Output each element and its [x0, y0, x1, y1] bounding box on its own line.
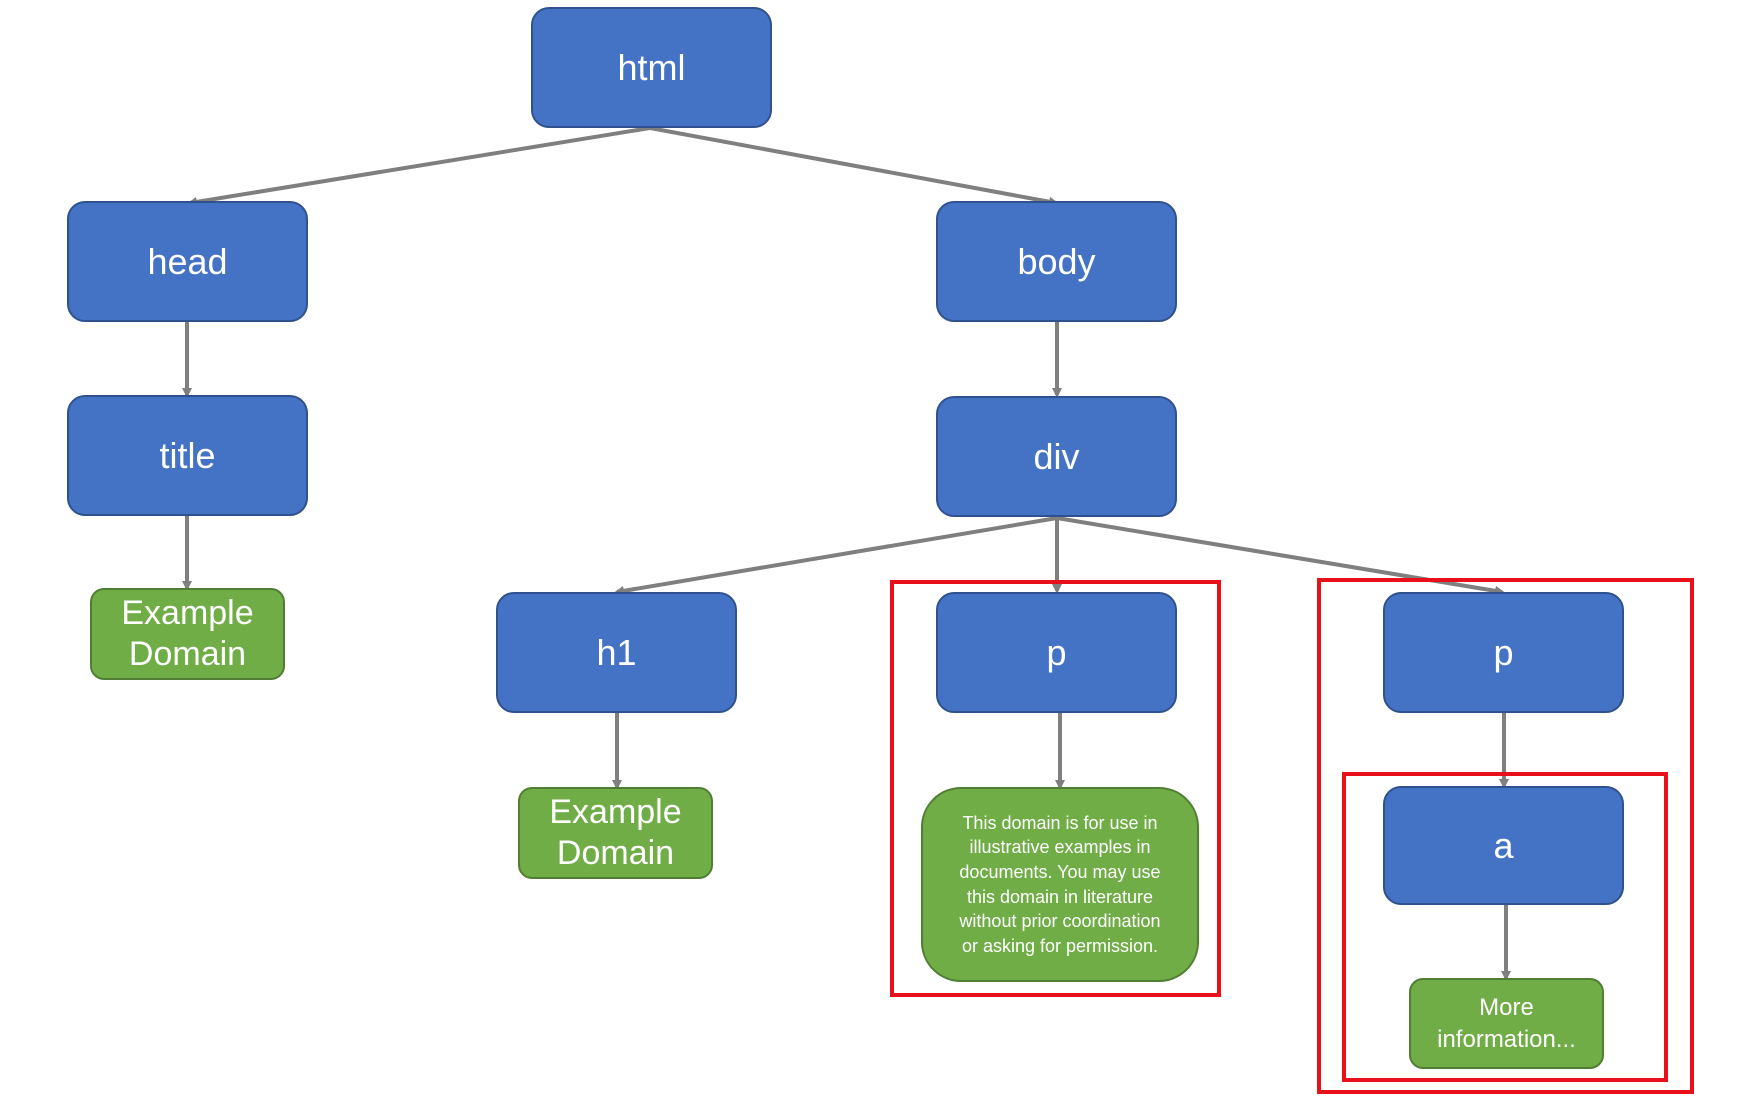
edge-html-head — [187, 126, 651, 207]
highlight-box-p1 — [890, 580, 1221, 997]
node-body: body — [936, 201, 1177, 322]
node-head: head — [67, 201, 308, 322]
node-p2-label: p — [1493, 631, 1514, 673]
node-p1-text-label: This domain is for use in illustrative e… — [959, 812, 1161, 956]
edge-html-body — [649, 126, 1059, 207]
node-h1-label: h1 — [596, 631, 637, 673]
node-p1: p — [936, 592, 1177, 713]
node-h1-text-label: Example Domain — [549, 793, 682, 872]
edge-div-h1 — [614, 516, 1058, 596]
node-title-label: title — [159, 434, 216, 476]
node-title-text-label: Example Domain — [121, 594, 254, 673]
node-title: title — [67, 395, 308, 516]
highlight-box-p2 — [1317, 578, 1694, 1094]
node-div-label: div — [1033, 435, 1080, 477]
node-title-text: Example Domain — [90, 588, 285, 680]
node-a-label: a — [1493, 824, 1514, 866]
highlight-box-a — [1342, 772, 1668, 1082]
node-h1: h1 — [496, 592, 737, 713]
node-head-label: head — [147, 240, 228, 282]
node-h1-text: Example Domain — [518, 787, 713, 879]
node-html-label: html — [617, 46, 686, 88]
node-html: html — [531, 7, 772, 128]
node-p1-text: This domain is for use in illustrative e… — [921, 787, 1199, 982]
node-body-label: body — [1017, 240, 1096, 282]
node-div: div — [936, 396, 1177, 517]
node-a-text-label: More information... — [1437, 993, 1576, 1053]
node-p1-label: p — [1046, 631, 1067, 673]
node-a: a — [1383, 786, 1624, 905]
node-p2: p — [1383, 592, 1624, 713]
node-a-text: More information... — [1409, 978, 1604, 1069]
